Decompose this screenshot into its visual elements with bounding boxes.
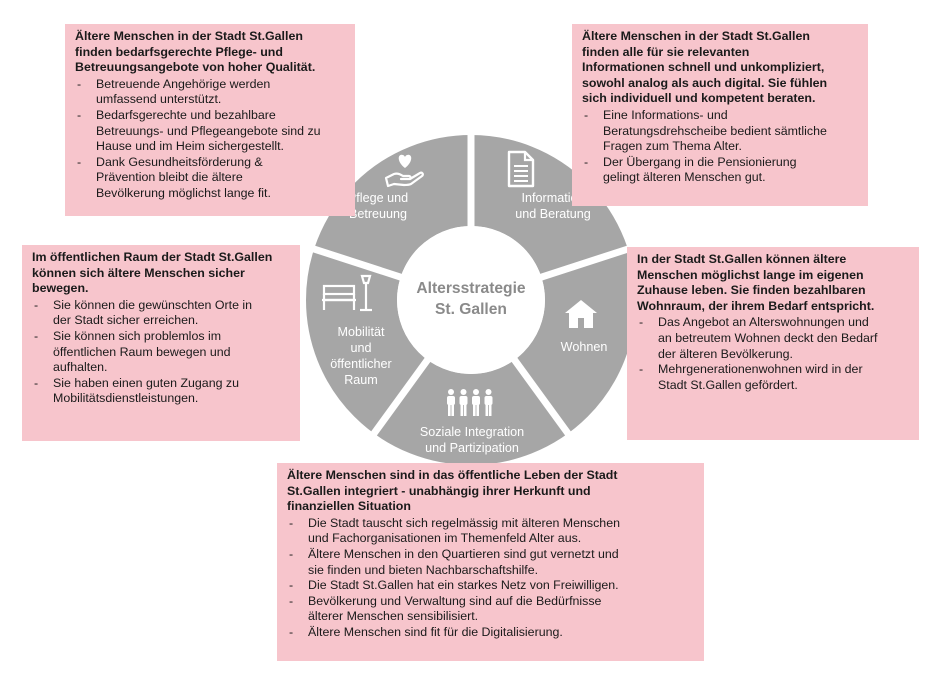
goal-bullet: Der Übergang in die Pensionierunggelingt…: [582, 155, 858, 186]
goal-bullet-line: Ältere Menschen in den Quartieren sind g…: [308, 546, 619, 561]
goal-bullets: Die Stadt tauscht sich regelmässig mit ä…: [287, 516, 694, 641]
center-title: Altersstrategie St. Gallen: [416, 280, 526, 318]
goal-heading-line: Informationen schnell und unkompliziert,: [582, 60, 825, 75]
goal-bullet-line: umfassend unterstützt.: [96, 92, 222, 107]
goal-bullet-line: Mehrgenerationenwohnen wird in der: [658, 362, 863, 377]
goal-bullet-line: an betreutem Wohnen deckt den Bedarf: [658, 330, 878, 345]
goal-bullet: Sie können sich problemlos imöffentliche…: [32, 329, 290, 376]
goal-heading-line: Ältere Menschen in der Stadt St.Gallen: [582, 29, 810, 43]
wheel-divider: [311, 245, 403, 281]
goal-bullet-line: öffentlichen Raum bewegen und: [53, 344, 231, 359]
goal-bullet-line: Das Angebot an Alterswohnungen und: [658, 315, 869, 330]
segment-label-wohnen: Wohnen: [560, 340, 608, 354]
goal-bullet-line: Die Stadt St.Gallen hat ein starkes Netz…: [308, 578, 619, 593]
goal-heading-line: sowohl analog als auch digital. Sie fühl…: [582, 75, 828, 90]
goal-bullet-line: Bedarfsgerechte und bezahlbare: [96, 107, 276, 122]
wheel-segments: [311, 133, 631, 438]
people-icon: [447, 389, 493, 416]
goal-bullet: Die Stadt St.Gallen hat ein starkes Netz…: [287, 578, 694, 594]
goal-bullet-line: Eine Informations- und: [603, 107, 728, 122]
goal-bullet-line: sie finden und bieten Nachbarschaftshilf…: [308, 562, 539, 577]
document-icon: [507, 150, 535, 188]
wheel-divider: [511, 357, 572, 438]
goal-bullet-line: Ältere Menschen sind fit für die Digital…: [308, 624, 563, 639]
bench-lamp-icon: [322, 274, 372, 312]
goal-heading-line: Betreuungsangebote von hoher Qualität.: [75, 60, 316, 75]
goal-bullet-line: Sie können sich problemlos im: [53, 328, 222, 343]
goal-bullet-line: Die Stadt tauscht sich regelmässig mit ä…: [308, 515, 620, 530]
hand-heart-icon: [384, 154, 424, 188]
goal-bullet-line: Prävention bleibt die ältere: [96, 170, 243, 185]
goal-heading-line: finden alle für sie relevanten: [582, 44, 750, 59]
goal-bullet-line: Betreuungs- und Pflegeangebote sind zu: [96, 123, 321, 138]
goal-bullet-line: Fragen zum Thema Alter.: [603, 139, 742, 154]
goal-bullet-line: der älteren Bevölkerung.: [658, 346, 794, 361]
goal-bullet-line: Mobilitätsdienstleistungen.: [53, 391, 199, 406]
wheel-divider: [370, 357, 431, 438]
goal-bullet: Sie haben einen guten Zugang zuMobilität…: [32, 376, 290, 407]
goal-bullet-line: Der Übergang in die Pensionierung: [603, 154, 797, 169]
goal-heading-line: Wohnraum, der ihrem Bedarf entspricht.: [637, 298, 875, 313]
goal-heading-line: finanziellen Situation: [287, 499, 411, 514]
wheel-divider: [539, 245, 631, 281]
goal-bullet-line: der Stadt sicher erreichen.: [53, 313, 199, 328]
goal-heading-line: In der Stadt St.Gallen können ältere: [637, 252, 847, 266]
goal-bullet: Bedarfsgerechte und bezahlbareBetreuungs…: [75, 108, 345, 155]
goal-bullet: Die Stadt tauscht sich regelmässig mit ä…: [287, 516, 694, 547]
goal-bullets: Eine Informations- undBeratungsdrehschei…: [582, 108, 858, 186]
goal-bullet-line: Sie haben einen guten Zugang zu: [53, 375, 240, 390]
goal-bullet: Dank Gesundheitsförderung &Prävention bl…: [75, 155, 345, 202]
goal-heading-line: sich individuell und kompetent beraten.: [582, 91, 816, 106]
goal-bullet: Mehrgenerationenwohnen wird in derStadt …: [637, 362, 909, 393]
goal-heading-line: Zuhause leben. Sie finden bezahlbaren: [637, 283, 866, 298]
goal-heading-line: St.Gallen integriert - unabhängig ihrer …: [287, 483, 591, 498]
goal-bullet-line: gelingt älteren Menschen gut.: [603, 170, 766, 185]
goal-heading: Im öffentlichen Raum der Stadt St.Gallen…: [32, 250, 290, 297]
goal-bullet-line: Sie können die gewünschten Orte in: [53, 297, 253, 312]
goal-box-soziale-integration: Ältere Menschen sind in das öffentliche …: [277, 463, 704, 661]
goal-bullet-line: Beratungsdrehscheibe bedient sämtliche: [603, 123, 827, 138]
goal-heading-line: bewegen.: [32, 281, 89, 296]
goal-heading-line: finden bedarfsgerechte Pflege- und: [75, 44, 283, 59]
goal-bullet-line: älterer Menschen sensibilisiert.: [308, 609, 479, 624]
goal-heading-line: Ältere Menschen sind in das öffentliche …: [287, 468, 618, 482]
goal-box-mobilitaet: Im öffentlichen Raum der Stadt St.Gallen…: [22, 245, 300, 441]
goal-bullet: Ältere Menschen sind fit für die Digital…: [287, 625, 694, 641]
goal-bullet-line: Bevölkerung möglichst lange fit.: [96, 185, 271, 200]
house-icon: [565, 300, 597, 328]
goal-bullet-line: Stadt St.Gallen gefördert.: [658, 377, 798, 392]
goal-heading-line: Menschen möglichst lange im eigenen: [637, 267, 864, 282]
goal-heading-line: können sich ältere Menschen sicher: [32, 265, 245, 280]
goal-bullet-line: Dank Gesundheitsförderung &: [96, 154, 263, 169]
goal-bullet-line: Hause und im Heim sichergestellt.: [96, 139, 285, 154]
goal-bullet: Eine Informations- undBeratungsdrehschei…: [582, 108, 858, 155]
goal-bullet-line: Bevölkerung und Verwaltung sind auf die …: [308, 593, 602, 608]
goal-bullet-line: und Fachorganisationen im Themenfeld Alt…: [308, 531, 582, 546]
goal-heading-line: Ältere Menschen in der Stadt St.Gallen: [75, 29, 303, 43]
goal-heading: Ältere Menschen sind in das öffentliche …: [287, 468, 694, 515]
goal-bullet-line: aufhalten.: [53, 360, 108, 375]
wheel-center: [397, 226, 545, 374]
goal-bullet-line: Betreuende Angehörige werden: [96, 76, 271, 91]
goal-bullet: Ältere Menschen in den Quartieren sind g…: [287, 547, 694, 578]
goal-heading-line: Im öffentlichen Raum der Stadt St.Gallen: [32, 250, 273, 264]
goal-bullet: Bevölkerung und Verwaltung sind auf die …: [287, 594, 694, 625]
